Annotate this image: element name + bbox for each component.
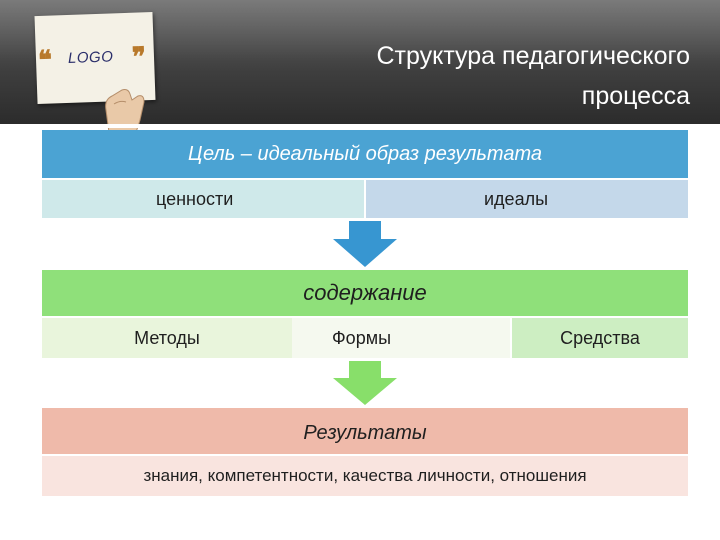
results-header: Результаты [42, 408, 688, 454]
right-quote-icon: ❞ [131, 42, 147, 73]
header-divider [0, 124, 720, 128]
goal-item-values: ценности [42, 180, 364, 218]
goal-header: Цель – идеальный образ результата [42, 130, 688, 178]
content-item-methods: Методы [42, 318, 292, 358]
content-item-forms-label: Формы [332, 327, 392, 348]
slide-header: ❝ LOGO ❞ Структура педагогического проце… [0, 0, 720, 140]
results-detail-text: знания, компетентности, качества личност… [143, 466, 587, 485]
goal-item-ideals: идеалы [366, 180, 688, 218]
content-heading: содержание [303, 280, 427, 305]
content-item-methods-label: Методы [134, 327, 200, 348]
content-header: содержание [42, 270, 688, 316]
content-item-forms: Формы [292, 318, 510, 358]
slide-title: Структура педагогического процесса [250, 36, 690, 116]
title-line-1: Структура педагогического [376, 42, 690, 70]
goal-heading: Цель – идеальный образ результата [187, 142, 543, 165]
goal-item-values-label: ценности [156, 188, 234, 209]
content-item-means-label: Средства [560, 327, 640, 348]
results-heading: Результаты [303, 421, 427, 444]
arrow-down-blue-icon [333, 221, 397, 267]
title-line-2: процесса [581, 82, 690, 110]
logo-text: LOGO [67, 48, 114, 67]
arrow-down-green-icon [333, 361, 397, 405]
content-item-means: Средства [512, 318, 688, 358]
goal-item-ideals-label: идеалы [484, 188, 549, 209]
results-detail: знания, компетентности, качества личност… [42, 456, 688, 496]
left-quote-icon: ❝ [37, 45, 53, 76]
